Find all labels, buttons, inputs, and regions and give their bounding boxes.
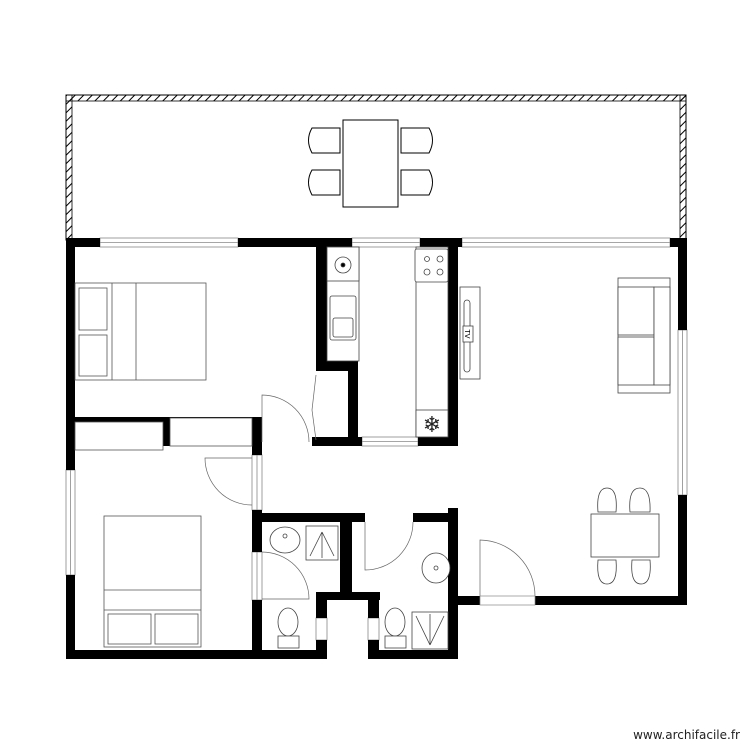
bedside-table xyxy=(78,334,108,377)
terrace-railing-right xyxy=(679,94,687,241)
door-bath1[interactable] xyxy=(261,551,310,600)
bathroom-1 xyxy=(269,525,339,649)
snowflake-icon: ❄ xyxy=(423,413,441,438)
dining-chair xyxy=(597,559,617,585)
bedroom-1 xyxy=(74,282,253,451)
burner xyxy=(424,256,430,262)
kitchen: ❄ xyxy=(326,246,449,438)
terrace-chair xyxy=(308,169,341,196)
wardrobe xyxy=(74,421,164,451)
doors xyxy=(204,374,536,606)
terrace-railing-left xyxy=(65,94,73,241)
walls xyxy=(66,238,687,659)
fridge xyxy=(415,409,449,438)
stove xyxy=(414,248,449,283)
tv xyxy=(462,325,474,343)
window xyxy=(367,617,380,641)
windows xyxy=(65,237,688,641)
terrace-table xyxy=(342,119,399,208)
pillow xyxy=(154,613,199,645)
tv-label: TV xyxy=(463,328,471,338)
dining-table xyxy=(590,513,660,558)
bedside-table xyxy=(78,287,108,331)
terrace xyxy=(65,94,687,241)
living-room: TV xyxy=(459,277,671,585)
terrace-chair xyxy=(400,169,433,196)
washbasin xyxy=(269,526,301,554)
door-bedroom2[interactable] xyxy=(204,457,253,506)
wardrobe xyxy=(169,417,253,447)
dining-chair xyxy=(597,487,617,513)
bedroom-2 xyxy=(103,515,202,648)
toilet[interactable] xyxy=(277,607,299,637)
bathroom-2 xyxy=(384,552,451,650)
dining-chair xyxy=(631,559,651,585)
terrace-chair xyxy=(308,127,341,154)
door-bath2[interactable] xyxy=(364,521,414,571)
entrance-door-frame xyxy=(479,595,536,606)
watermark: www.archifacile.fr xyxy=(633,728,740,742)
terrace-railing-top xyxy=(65,94,687,102)
toilet[interactable] xyxy=(384,607,406,637)
door-bedroom1[interactable] xyxy=(261,394,310,443)
window xyxy=(315,617,328,641)
terrace-chair xyxy=(400,127,433,154)
door-closet[interactable] xyxy=(311,374,317,441)
entrance-door[interactable] xyxy=(479,539,536,597)
pillow xyxy=(107,613,152,645)
dining-chair xyxy=(629,487,651,513)
